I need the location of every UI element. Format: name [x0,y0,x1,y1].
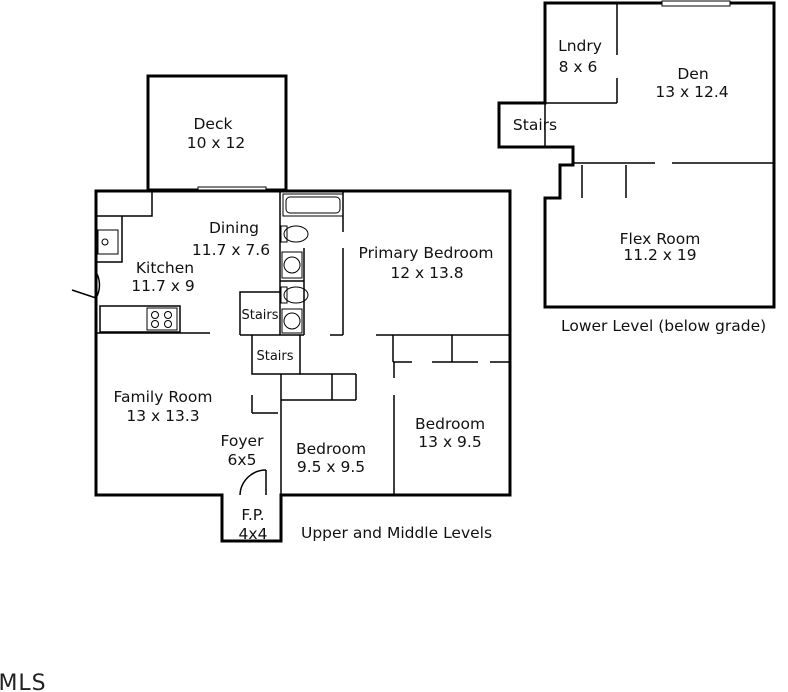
kitchen-cabinet-wall [96,191,153,217]
primary-bedroom-dims: 12 x 13.8 [390,264,463,282]
sink-2 [283,312,301,330]
den-dims: 13 x 12.4 [655,83,728,101]
dining-dims: 11.7 x 7.6 [192,241,270,259]
foyer-label: Foyer [221,432,265,450]
main-outline [94,189,512,543]
upper-middle-levels: Deck 10 x 12 Dining 11.7 x 7.6 Kitchen 1… [71,74,512,543]
stairs-upper-box [239,291,280,335]
den-label: Den [677,65,708,83]
stairs-upper-label: Stairs [241,308,278,323]
front-door-swing [239,469,267,496]
range-burner-4 [164,320,172,328]
bedroom-2-label: Bedroom [296,440,366,458]
kitchen-sink-drain [101,238,109,246]
kitchen-label: Kitchen [136,259,194,277]
vanity-1 [281,251,303,279]
toilet-2-tank [280,286,288,304]
family-room-dims: 13 x 13.3 [126,407,199,425]
toilet-2 [283,286,309,304]
deck-label: Deck [194,115,233,133]
bedroom-3-label: Bedroom [415,415,485,433]
lndry-dims: 8 x 6 [559,58,598,76]
stairs-middle-box [251,335,301,375]
lower-level: Lndry 8 x 6 Den 13 x 12.4 Stairs Flex Ro… [497,0,776,335]
range-burner-2 [164,311,172,319]
bedroom-3-dims: 13 x 9.5 [418,433,481,451]
dining-label: Dining [209,219,259,237]
toilet-1-tank [280,225,288,243]
stairs-lower-label: Stairs [513,116,557,134]
kitchen-lower-counter [99,305,181,333]
fp-label: F.P. [241,506,264,524]
kitchen-door-swing [95,271,101,299]
fp-dims: 4x4 [239,525,268,543]
primary-bedroom-label: Primary Bedroom [359,244,494,262]
deck-outline [146,74,288,192]
range-burner-1 [151,311,159,319]
stairs-middle-label: Stairs [256,349,293,364]
bathtub-inner [285,196,341,214]
foyer-dims: 6x5 [228,451,257,469]
kitchen-door-leaf [71,289,97,299]
deck-dims: 10 x 12 [187,134,245,152]
vanity-2 [281,308,303,334]
upper-middle-caption: Upper and Middle Levels [301,524,492,542]
den-window [661,0,731,7]
flex-room-label: Flex Room [620,230,701,248]
kitchen-range [146,307,178,331]
kitchen-sink-fixture [97,229,119,255]
bedroom-2-dims: 9.5 x 9.5 [297,458,365,476]
kitchen-dims: 11.7 x 9 [131,277,194,295]
lower-caption: Lower Level (below grade) [561,317,766,335]
range-burner-3 [151,320,159,328]
lndry-label: Lndry [558,37,602,55]
watermark: TMLS [0,671,47,692]
toilet-1 [283,225,309,243]
lower-outline [497,1,776,309]
sink-1 [283,256,301,274]
kitchen-counter [96,216,123,263]
family-room-label: Family Room [114,388,213,406]
flex-room-dims: 11.2 x 19 [623,246,696,264]
